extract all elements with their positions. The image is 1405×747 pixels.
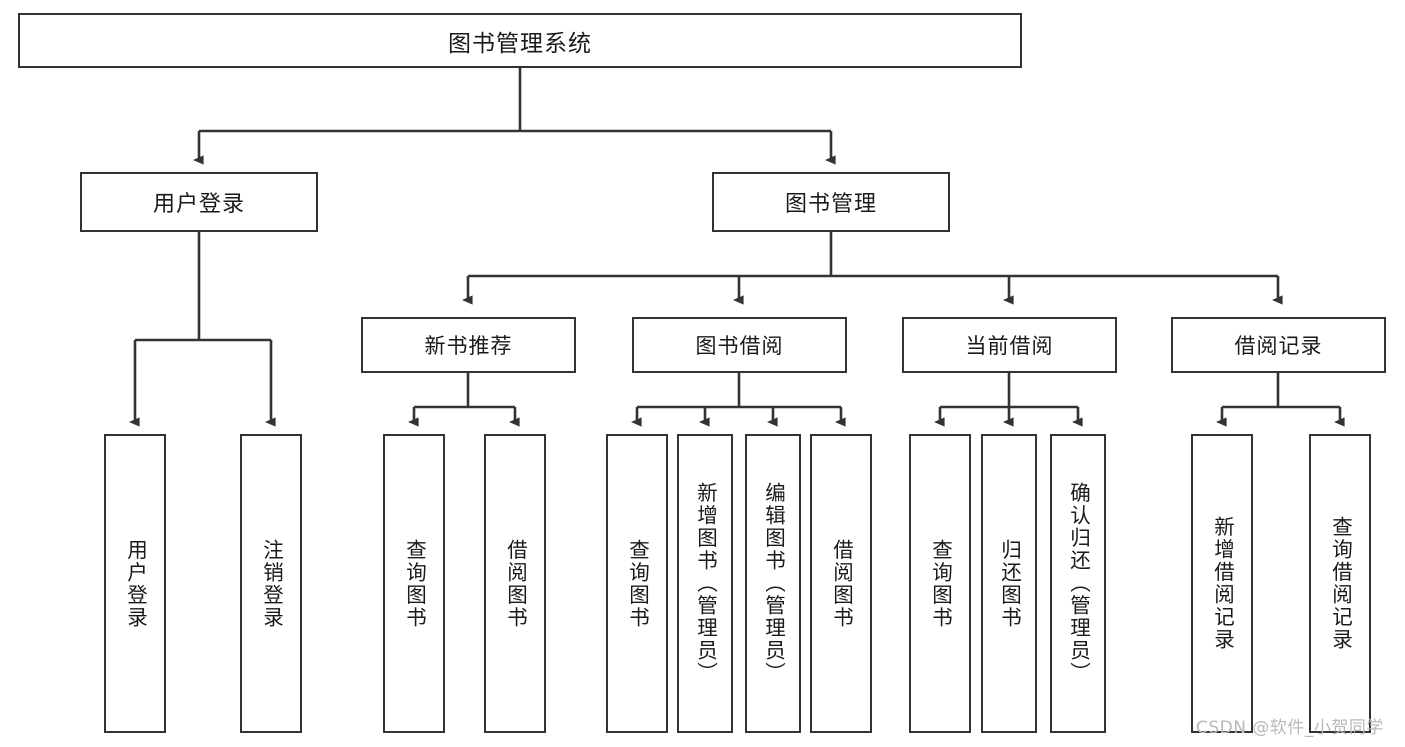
node-label: 图书管理 xyxy=(784,192,877,217)
node-label: 新增借阅记录 xyxy=(1210,516,1235,651)
leaf-current-return-book[interactable]: 归还图书 xyxy=(981,434,1037,733)
leaf-current-query-book[interactable]: 查询图书 xyxy=(909,434,971,733)
node-user-login[interactable]: 用户登录 xyxy=(80,172,318,232)
csdn-watermark: CSDN @软件_小贺同学 xyxy=(1196,718,1384,738)
node-label: 查询图书 xyxy=(402,538,427,629)
node-new-book-recommend[interactable]: 新书推荐 xyxy=(361,317,576,373)
leaf-record-query[interactable]: 查询借阅记录 xyxy=(1309,434,1371,733)
node-label: 新增图书（管理员） xyxy=(693,482,718,685)
node-borrow-record[interactable]: 借阅记录 xyxy=(1171,317,1386,373)
node-label: 注销登录 xyxy=(259,538,284,629)
leaf-borrow-borrow-book[interactable]: 借阅图书 xyxy=(810,434,872,733)
node-label: 用户登录 xyxy=(123,538,148,629)
node-label: 查询图书 xyxy=(928,538,953,629)
node-label: 用户登录 xyxy=(152,192,245,217)
node-label: 新书推荐 xyxy=(424,334,513,358)
node-label: 查询借阅记录 xyxy=(1328,516,1353,651)
node-current-borrow[interactable]: 当前借阅 xyxy=(902,317,1117,373)
leaf-borrow-query-book[interactable]: 查询图书 xyxy=(606,434,668,733)
node-label: 图书借阅 xyxy=(695,334,784,358)
node-label: 查询图书 xyxy=(625,538,650,629)
node-label: 归还图书 xyxy=(997,538,1022,629)
leaf-new-book-borrow[interactable]: 借阅图书 xyxy=(484,434,546,733)
node-label: 当前借阅 xyxy=(965,334,1054,358)
node-label: 借阅图书 xyxy=(829,538,854,629)
node-label: 确认归还（管理员） xyxy=(1066,482,1091,685)
node-label: 图书管理系统 xyxy=(448,30,592,57)
node-root-system[interactable]: 图书管理系统 xyxy=(18,13,1022,68)
leaf-user-login-signout[interactable]: 注销登录 xyxy=(240,434,302,733)
node-label: 借阅记录 xyxy=(1234,334,1323,358)
node-label: 编辑图书（管理员） xyxy=(761,482,786,685)
leaf-current-confirm-return[interactable]: 确认归还（管理员） xyxy=(1050,434,1106,733)
leaf-borrow-add-book[interactable]: 新增图书（管理员） xyxy=(677,434,733,733)
leaf-borrow-edit-book[interactable]: 编辑图书（管理员） xyxy=(745,434,801,733)
node-book-management[interactable]: 图书管理 xyxy=(712,172,950,232)
leaf-record-add[interactable]: 新增借阅记录 xyxy=(1191,434,1253,733)
node-book-borrow[interactable]: 图书借阅 xyxy=(632,317,847,373)
leaf-user-login-signin[interactable]: 用户登录 xyxy=(104,434,166,733)
node-label: 借阅图书 xyxy=(503,538,528,629)
leaf-new-book-query[interactable]: 查询图书 xyxy=(383,434,445,733)
